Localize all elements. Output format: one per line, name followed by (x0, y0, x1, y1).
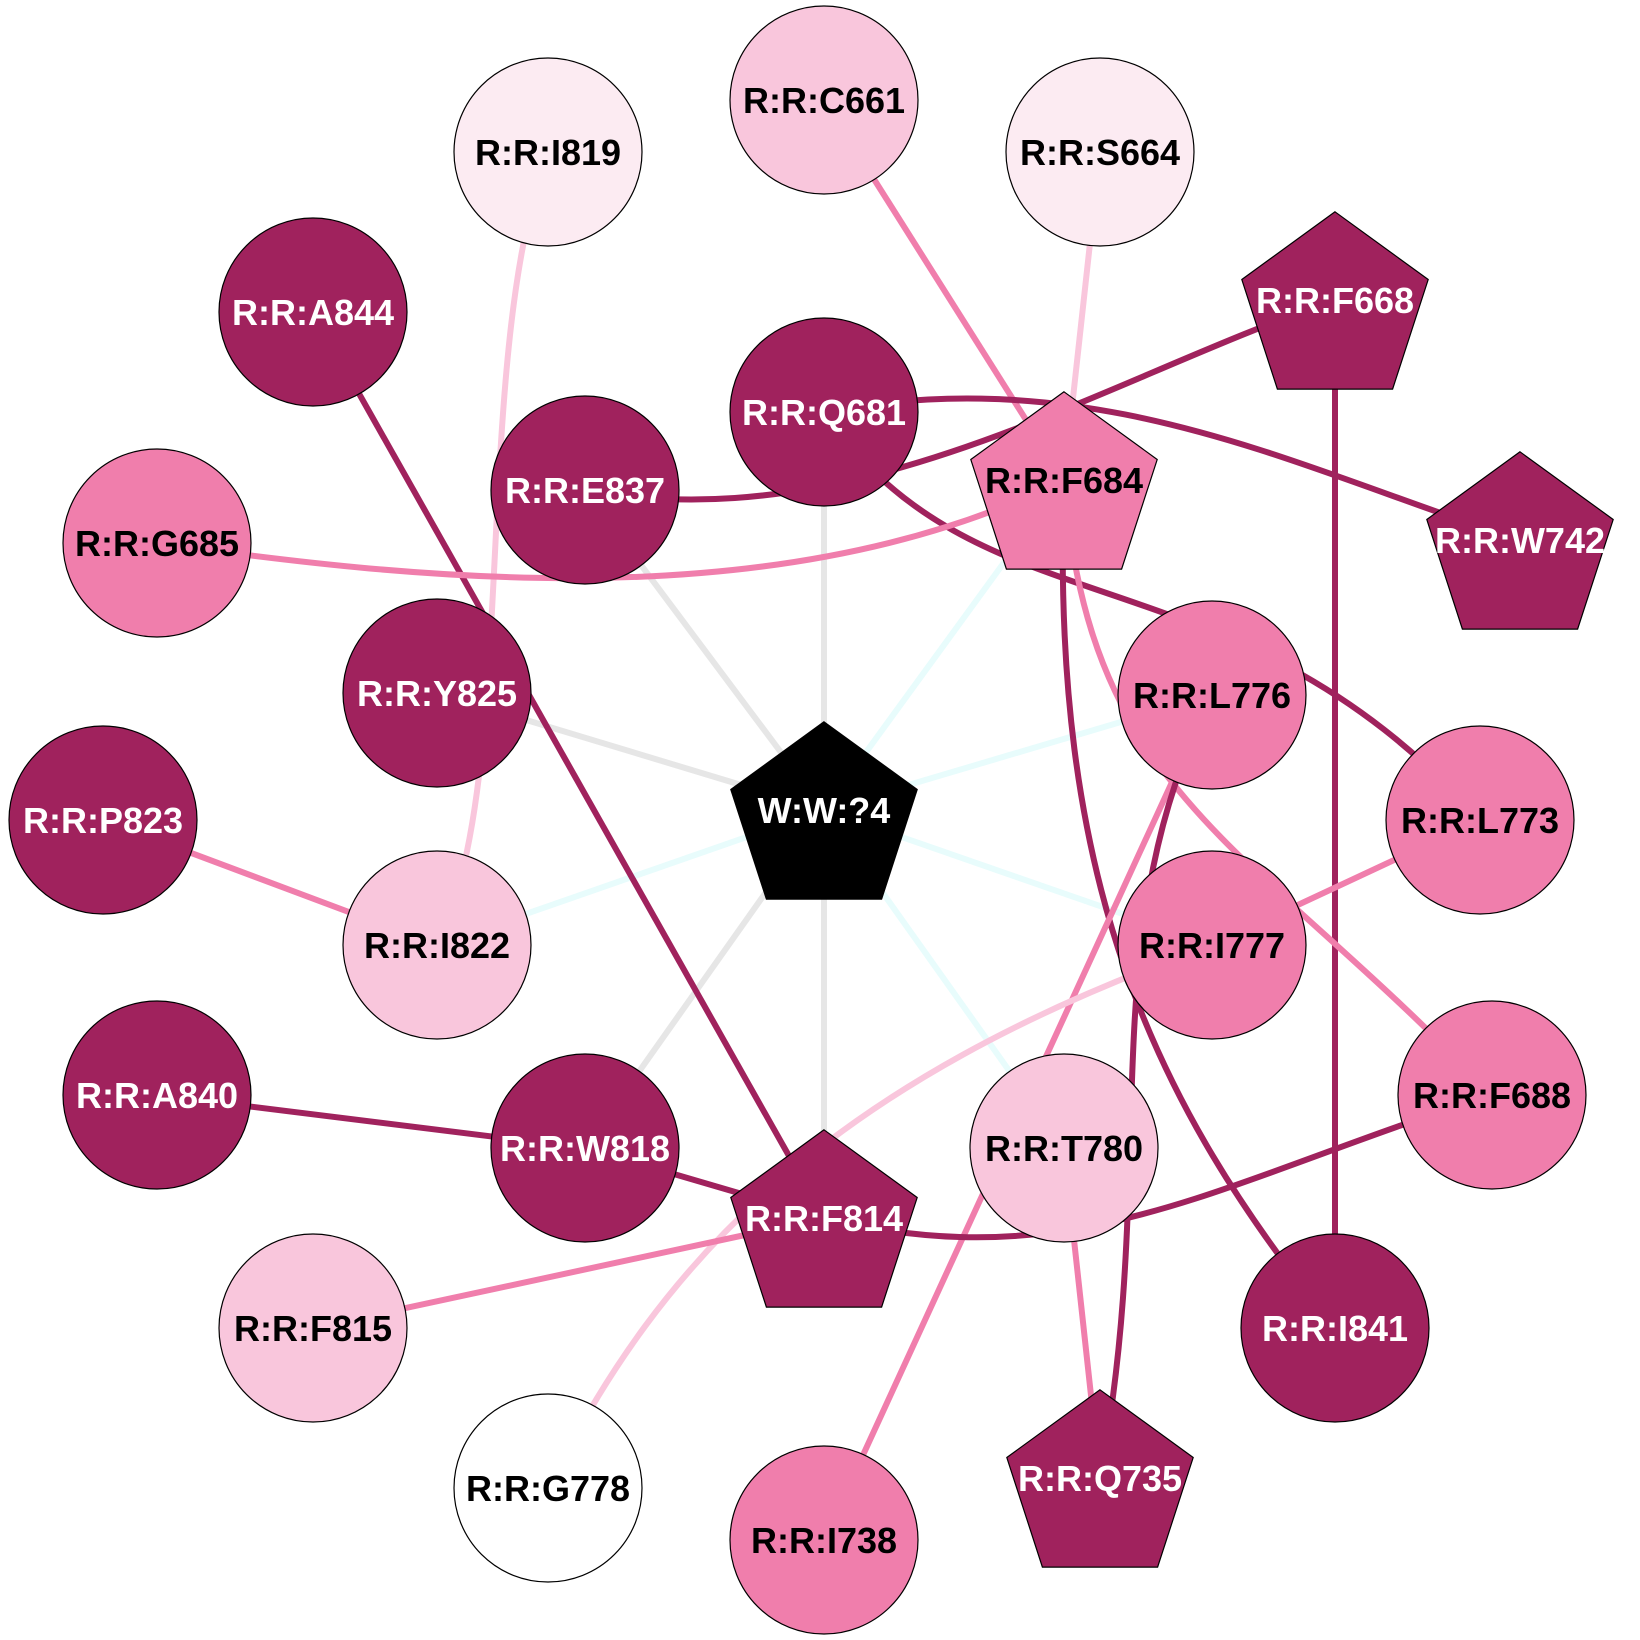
node-label: R:R:E837 (505, 470, 665, 511)
node-pentagon-shape (970, 391, 1158, 570)
node-circle-shape (490, 395, 680, 585)
node-label: R:R:S664 (1020, 132, 1180, 173)
node-label: R:R:P823 (23, 800, 183, 841)
node-r-r-i738[interactable]: R:R:I738 (729, 1445, 919, 1635)
node-r-r-l773[interactable]: R:R:L773 (1385, 725, 1575, 915)
node-r-r-q735[interactable]: R:R:Q735 (1006, 1389, 1194, 1568)
node-r-r-i841[interactable]: R:R:I841 (1240, 1233, 1430, 1423)
node-circle-shape (490, 1053, 680, 1243)
node-label: R:R:T780 (985, 1128, 1143, 1169)
node-r-r-e837[interactable]: R:R:E837 (490, 395, 680, 585)
node-label: R:R:F668 (1256, 280, 1414, 321)
node-circle-shape (342, 598, 532, 788)
node-label: R:R:G685 (75, 523, 239, 564)
edge-r-r-q681-to-r-r-l773 (821, 410, 1483, 822)
node-circle-shape (8, 725, 198, 915)
node-r-r-w742[interactable]: R:R:W742 (1426, 451, 1614, 630)
node-label: R:R:I819 (475, 132, 621, 173)
node-r-r-l776[interactable]: R:R:L776 (1117, 600, 1307, 790)
node-label: R:R:I841 (1262, 1308, 1408, 1349)
node-r-r-i777[interactable]: R:R:I777 (1117, 850, 1307, 1040)
node-r-r-s664[interactable]: R:R:S664 (1005, 57, 1195, 247)
node-circle-shape (969, 1053, 1159, 1243)
node-pentagon-shape (730, 1129, 918, 1308)
node-circle-shape (62, 1000, 252, 1190)
node-circle-shape (729, 5, 919, 195)
node-label: R:R:C661 (743, 80, 905, 121)
node-label: R:R:I777 (1139, 925, 1285, 966)
node-r-r-i822[interactable]: R:R:I822 (342, 850, 532, 1040)
node-label: R:R:A840 (76, 1075, 238, 1116)
node-pentagon-shape (1241, 211, 1429, 390)
node-label: R:R:W818 (500, 1128, 670, 1169)
node-r-r-f668[interactable]: R:R:F668 (1241, 211, 1429, 390)
node-r-r-f684[interactable]: R:R:F684 (970, 391, 1158, 570)
edge-r-r-q681-to-r-r-w742 (823, 395, 1521, 543)
node-r-r-g685[interactable]: R:R:G685 (62, 448, 252, 638)
node-label: W:W:?4 (758, 790, 891, 831)
node-circle-shape (62, 448, 252, 638)
node-circle-shape (1117, 600, 1307, 790)
node-label: R:R:Q681 (742, 392, 906, 433)
node-circle-shape (453, 57, 643, 247)
node-r-r-y825[interactable]: R:R:Y825 (342, 598, 532, 788)
edge-r-r-a844-to-r-r-f814 (310, 310, 827, 1220)
edge-r-r-f814-to-r-r-f688 (823, 1092, 1493, 1241)
node-circle-shape (729, 1445, 919, 1635)
edge-r-r-l776-to-r-r-q735 (1097, 693, 1215, 1479)
node-r-r-f688[interactable]: R:R:F688 (1397, 1000, 1587, 1190)
node-label: R:R:Y825 (357, 673, 517, 714)
node-r-r-a844[interactable]: R:R:A844 (218, 217, 408, 407)
node-circle-shape (1397, 1000, 1587, 1190)
node-label: R:R:A844 (232, 292, 394, 333)
node-label: R:R:L776 (1133, 675, 1291, 716)
node-circle-shape (342, 850, 532, 1040)
node-circle-shape (1117, 850, 1307, 1040)
node-r-r-q681[interactable]: R:R:Q681 (729, 317, 919, 507)
node-r-r-f814[interactable]: R:R:F814 (730, 1129, 918, 1308)
node-label: R:R:Q735 (1018, 1458, 1182, 1499)
node-label: R:R:F814 (745, 1198, 903, 1239)
node-label: R:R:I822 (364, 925, 510, 966)
node-label: R:R:F688 (1413, 1075, 1571, 1116)
node-r-r-c661[interactable]: R:R:C661 (729, 5, 919, 195)
node-label: R:R:F815 (234, 1308, 392, 1349)
node-circle-shape (453, 1393, 643, 1583)
node-circle-shape (1385, 725, 1575, 915)
node-r-r-g778[interactable]: R:R:G778 (453, 1393, 643, 1583)
node-r-r-a840[interactable]: R:R:A840 (62, 1000, 252, 1190)
edge-r-r-f684-to-r-r-f688 (1061, 479, 1495, 1098)
node-r-r-t780[interactable]: R:R:T780 (969, 1053, 1159, 1243)
node-circle-shape (218, 1233, 408, 1423)
node-r-r-p823[interactable]: R:R:P823 (8, 725, 198, 915)
node-w-w-4[interactable]: W:W:?4 (730, 721, 918, 900)
node-label: R:R:L773 (1401, 800, 1559, 841)
node-label: R:R:G778 (466, 1468, 630, 1509)
edge-r-r-f668-to-r-r-e837 (584, 297, 1336, 503)
node-pentagon-shape (730, 721, 918, 900)
node-circle-shape (729, 317, 919, 507)
node-circle-shape (1005, 57, 1195, 247)
node-r-r-w818[interactable]: R:R:W818 (490, 1053, 680, 1243)
node-label: R:R:I738 (751, 1520, 897, 1561)
node-circle-shape (1240, 1233, 1430, 1423)
node-circle-shape (218, 217, 408, 407)
node-label: R:R:F684 (985, 460, 1143, 501)
node-r-r-i819[interactable]: R:R:I819 (453, 57, 643, 247)
node-pentagon-shape (1006, 1389, 1194, 1568)
node-r-r-f815[interactable]: R:R:F815 (218, 1233, 408, 1423)
node-pentagon-shape (1426, 451, 1614, 630)
node-label: R:R:W742 (1435, 520, 1605, 561)
